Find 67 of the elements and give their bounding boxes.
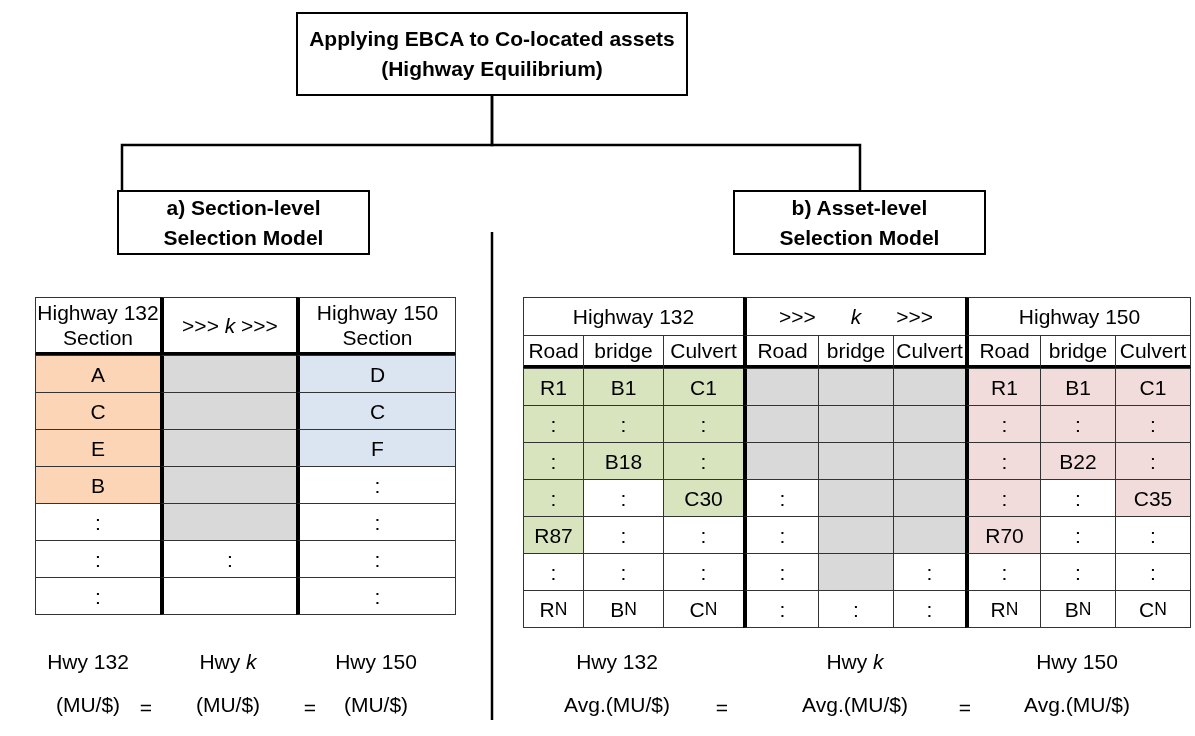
table-cell: R87 (523, 516, 584, 554)
table-cell: : (965, 479, 1041, 517)
table-cell: Road (965, 335, 1041, 369)
title-box: Applying EBCA to Co-located assets (Highway Equilibrium) (296, 12, 688, 96)
table-cell: Highway 132 Section (35, 297, 161, 356)
table-cell: A (35, 355, 161, 393)
equals-sign: = (139, 696, 153, 720)
ratio-formula: Avg.(MU/$) (802, 693, 908, 717)
table-cell: : (296, 540, 456, 578)
title-box: b) Asset-level Selection Model (733, 190, 986, 255)
ratio-formula: (MU/$) (343, 693, 409, 717)
ratio-formula: (MU/$) (55, 693, 121, 717)
ratio-formula: Avg.(MU/$) (1024, 693, 1130, 717)
table-cell: B (35, 466, 161, 504)
title-box: a) Section-level Selection Model (117, 190, 370, 255)
table-cell: : (583, 405, 664, 443)
table-cell: C (296, 392, 456, 430)
table-cell: Highway 150 (965, 297, 1191, 336)
table-cell: C35 (1115, 479, 1191, 517)
highway-label: Hwy 150 (335, 650, 417, 674)
equals-sign: = (715, 696, 729, 720)
ratio-formula: (MU/$) (195, 693, 261, 717)
table-cell: : (35, 577, 161, 615)
table-cell: : (663, 405, 744, 443)
table-cell: C1 (1115, 368, 1191, 406)
table-cell: R1 (523, 368, 584, 406)
table-cell: : (1115, 442, 1191, 480)
table-cell: C30 (663, 479, 744, 517)
table-cell: Road (743, 335, 819, 369)
table-cell: B1 (1040, 368, 1116, 406)
table-cell: : (743, 590, 819, 628)
highway-label: Hwy k (199, 650, 257, 674)
table-cell: >>> k >>> (743, 297, 966, 336)
table-cell: : (523, 405, 584, 443)
table-cell: : (523, 442, 584, 480)
table-cell: D (296, 355, 456, 393)
table-cell: : (965, 405, 1041, 443)
equals-sign: = (958, 696, 972, 720)
table-cell: C1 (663, 368, 744, 406)
table-cell: B18 (583, 442, 664, 480)
highway-label: Hwy 132 (47, 650, 129, 674)
table-cell: Highway 132 (523, 297, 744, 336)
highway-label: Hwy 150 (1036, 650, 1118, 674)
table-cell: : (663, 442, 744, 480)
table-cell: C (35, 392, 161, 430)
table-cell: R70 (965, 516, 1041, 554)
connector-line (490, 96, 862, 190)
table-cell: : (523, 479, 584, 517)
table-cell: : (965, 442, 1041, 480)
table-cell: : (1040, 405, 1116, 443)
table-cell: E (35, 429, 161, 467)
table-cell: Road (523, 335, 584, 369)
table-cell: R1 (965, 368, 1041, 406)
table-cell: >>> k >>> (160, 297, 297, 356)
table-cell: : (296, 503, 456, 541)
table-cell: F (296, 429, 456, 467)
table-cell: B22 (1040, 442, 1116, 480)
table-cell: : (296, 466, 456, 504)
highway-label: Hwy k (826, 650, 884, 674)
table-cell: : (296, 577, 456, 615)
table-cell: Highway 150 Section (296, 297, 456, 356)
highway-label: Hwy 132 (576, 650, 658, 674)
table-cell: Culvert (1115, 335, 1191, 369)
table-cell: B1 (583, 368, 664, 406)
ratio-formula: Avg.(MU/$) (564, 693, 670, 717)
table-cell: : (1115, 405, 1191, 443)
equals-sign: = (303, 696, 317, 720)
